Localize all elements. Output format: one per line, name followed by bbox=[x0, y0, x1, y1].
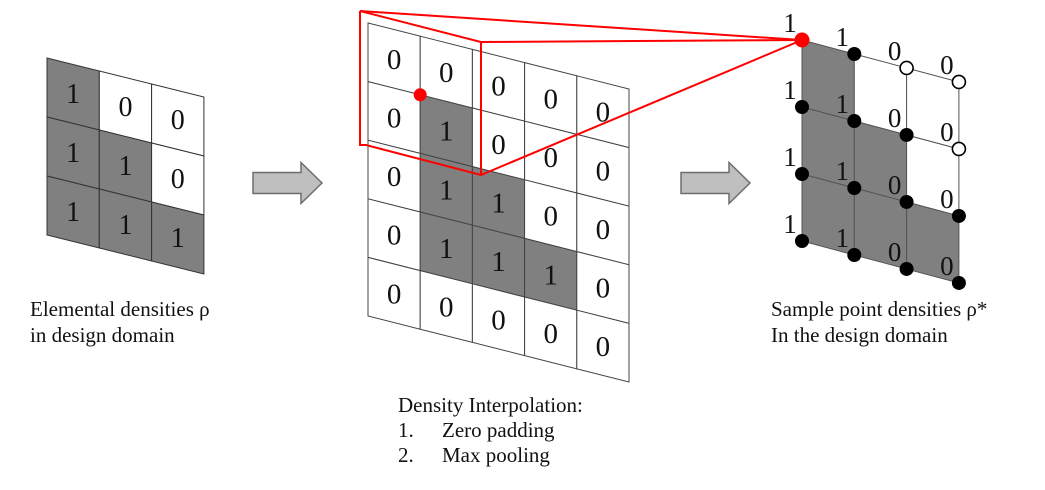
node-value: 0 bbox=[940, 184, 954, 214]
sample-point-filled bbox=[951, 275, 966, 290]
right-sample-point-grid: 1 1 0 0 1 1 0 0 1 1 0 0 1 1 0 0 bbox=[783, 8, 967, 290]
cell-value: 0 bbox=[491, 70, 506, 102]
node-value: 1 bbox=[783, 142, 797, 172]
step-item: 2. Max pooling bbox=[398, 443, 583, 468]
sample-point-filled bbox=[899, 127, 914, 142]
node-value: 1 bbox=[836, 156, 850, 186]
sample-point-filled bbox=[847, 180, 862, 195]
arrow-shape bbox=[680, 160, 752, 206]
cell-value: 0 bbox=[596, 97, 611, 129]
cell-value: 1 bbox=[66, 197, 80, 228]
node-value: 0 bbox=[940, 251, 954, 281]
cell-value: 0 bbox=[171, 164, 185, 195]
cell-value: 1 bbox=[543, 259, 558, 291]
left-element-grid: 1 0 0 1 1 0 1 1 1 bbox=[46, 57, 205, 275]
sample-point-filled bbox=[847, 113, 862, 128]
cell-value: 1 bbox=[491, 246, 506, 278]
grid-cell bbox=[576, 309, 630, 383]
cell-value: 1 bbox=[171, 223, 185, 254]
cell-value: 1 bbox=[439, 174, 454, 206]
sample-point-filled bbox=[847, 247, 862, 262]
step-number: 1. bbox=[398, 418, 414, 442]
cell-value: 1 bbox=[66, 79, 80, 110]
left-caption-line-1: Elemental densities ρ bbox=[30, 297, 210, 321]
node-value: 0 bbox=[888, 170, 902, 200]
middle-padded-grid: 0 0 0 0 0 0 1 0 0 0 0 1 1 0 0 0 1 1 1 0 0 0 0 0 0 bbox=[367, 22, 630, 383]
cell-value: 0 bbox=[596, 214, 611, 246]
sample-point-filled bbox=[847, 46, 862, 61]
sample-point-highlight bbox=[794, 32, 810, 48]
step-text: Zero padding bbox=[442, 418, 555, 442]
cell-value: 0 bbox=[171, 105, 185, 136]
left-caption-line-2: in design domain bbox=[30, 323, 175, 347]
sample-point-empty bbox=[899, 60, 914, 76]
sample-point-filled bbox=[795, 167, 809, 181]
sample-point-filled bbox=[951, 208, 966, 223]
node-value: 0 bbox=[888, 237, 902, 267]
node-value: 1 bbox=[836, 223, 850, 253]
sample-point-filled bbox=[899, 194, 914, 209]
cell-value: 0 bbox=[387, 278, 402, 310]
node-value: 0 bbox=[888, 103, 902, 133]
sample-point-highlight bbox=[413, 88, 427, 102]
node-value: 0 bbox=[940, 50, 954, 80]
node-value: 1 bbox=[836, 89, 850, 119]
sample-point-filled bbox=[795, 100, 809, 114]
receptive-field-line bbox=[359, 10, 803, 41]
cell-value: 0 bbox=[543, 84, 558, 116]
receptive-field-line bbox=[480, 39, 803, 43]
node-value: 0 bbox=[888, 36, 902, 66]
arrow-shape bbox=[252, 160, 324, 206]
cell-value: 1 bbox=[439, 233, 454, 265]
sample-point-filled bbox=[795, 234, 809, 248]
cell-value: 0 bbox=[491, 305, 506, 337]
receptive-field-frame bbox=[359, 10, 482, 177]
arrow-left-to-middle bbox=[252, 160, 324, 206]
sample-point-filled bbox=[899, 261, 914, 276]
cell-value: 1 bbox=[491, 188, 506, 220]
cell-value: 0 bbox=[387, 161, 402, 193]
node-value: 1 bbox=[783, 75, 797, 105]
cell-value: 0 bbox=[596, 331, 611, 363]
cell-value: 1 bbox=[118, 151, 132, 182]
grid-cell bbox=[151, 201, 205, 275]
sample-point-empty bbox=[951, 74, 967, 90]
node-value: 1 bbox=[783, 8, 797, 38]
cell-value: 1 bbox=[439, 116, 454, 148]
cell-value: 0 bbox=[387, 44, 402, 76]
cell-value: 0 bbox=[491, 129, 506, 161]
node-value: 1 bbox=[836, 22, 850, 52]
receptive-field-line bbox=[480, 39, 803, 176]
node-value: 1 bbox=[783, 209, 797, 239]
cell-value: 0 bbox=[439, 292, 454, 324]
node-value: 0 bbox=[940, 117, 954, 147]
cell-value: 0 bbox=[543, 142, 558, 174]
cell-value: 0 bbox=[387, 103, 402, 135]
cell-value: 0 bbox=[543, 201, 558, 233]
cell-value: 0 bbox=[596, 273, 611, 305]
cell-value: 0 bbox=[439, 57, 454, 89]
receptive-field-box bbox=[359, 10, 803, 177]
right-caption-line-2: In the design domain bbox=[771, 323, 948, 347]
middle-grid-caption: Density Interpolation: 1. Zero padding 2.… bbox=[398, 393, 583, 468]
left-grid-caption: Elemental densities ρ in design domain bbox=[30, 296, 210, 348]
receptive-field-lines-back bbox=[480, 39, 803, 43]
right-caption-line-1: Sample point densities ρ* bbox=[771, 297, 988, 321]
cell-value: 1 bbox=[66, 138, 80, 169]
cell-value: 0 bbox=[543, 318, 558, 350]
step-item: 1. Zero padding bbox=[398, 418, 583, 443]
sample-point-empty bbox=[951, 141, 967, 157]
right-grid-caption: Sample point densities ρ* In the design … bbox=[771, 296, 987, 348]
cell-value: 0 bbox=[596, 155, 611, 187]
arrow-middle-to-right bbox=[680, 160, 752, 206]
interpolation-title: Density Interpolation: bbox=[398, 393, 583, 417]
cell-value: 1 bbox=[118, 210, 132, 241]
step-text: Max pooling bbox=[442, 443, 550, 467]
cell-value: 0 bbox=[387, 220, 402, 252]
cell-value: 0 bbox=[118, 92, 132, 123]
step-number: 2. bbox=[398, 443, 414, 467]
